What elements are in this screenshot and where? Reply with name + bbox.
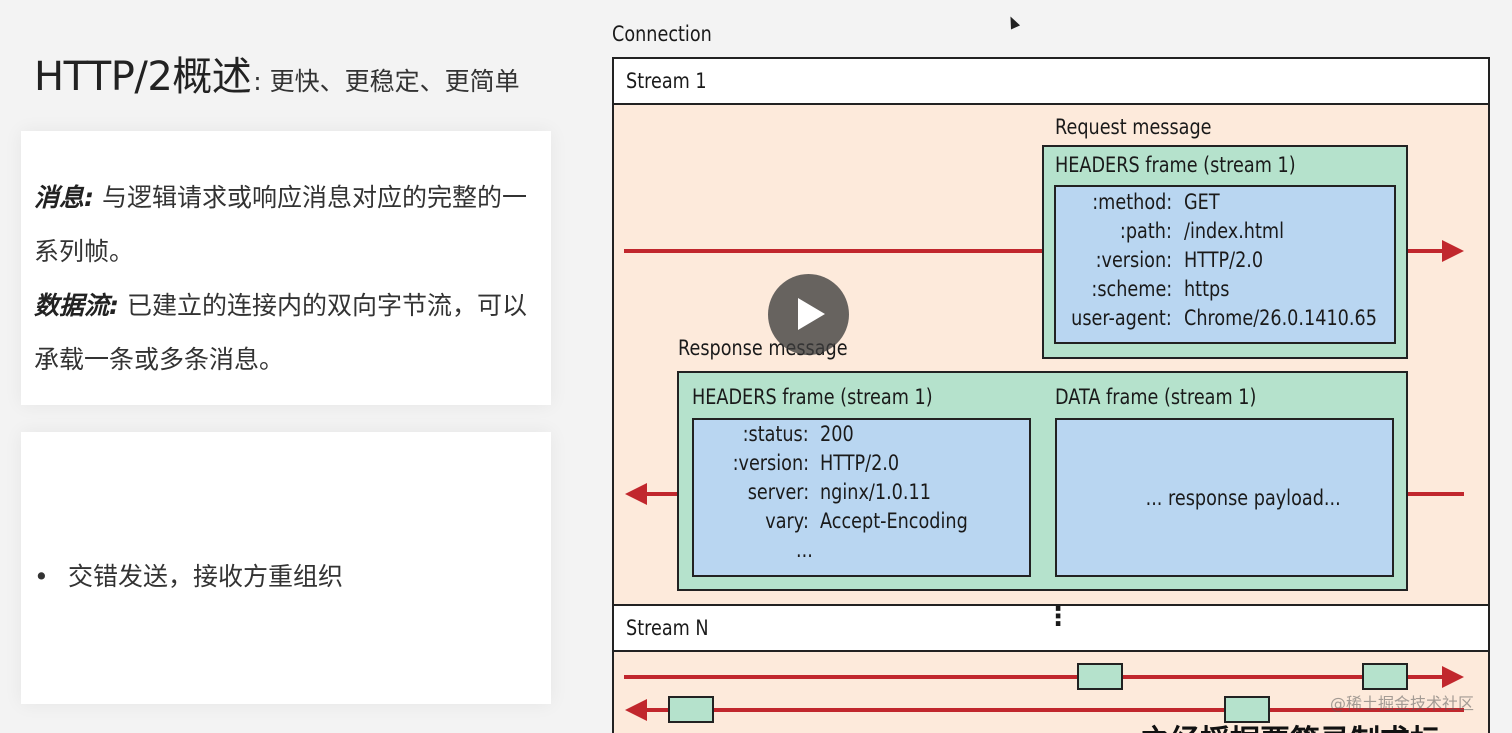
interleaved-frame xyxy=(668,696,714,723)
stream-def-text: 已建立的连接内的双向字节流，可以承载一条或多条消息。 xyxy=(34,291,527,374)
bullet-item: • 交错发送，接收方重组织 xyxy=(34,557,343,593)
request-arrow-head-icon xyxy=(1442,240,1464,262)
response-header-value: 200 xyxy=(820,422,854,446)
request-arrow-line xyxy=(624,249,1444,253)
slide-title: HTTP/2概述: 更快、更稳定、更简单 xyxy=(34,44,520,102)
streamN-label: Stream N xyxy=(626,616,709,640)
interleaved-frame xyxy=(1077,663,1123,690)
slide-title-sub: : 更快、更稳定、更简单 xyxy=(253,67,520,96)
request-headers-frame: HEADERS frame (stream 1) xyxy=(1042,145,1408,359)
slide-title-main: HTTP/2概述 xyxy=(34,54,252,100)
request-header-row: :version: HTTP/2.0 xyxy=(1054,246,1394,276)
response-header-value: nginx/1.0.11 xyxy=(820,480,931,504)
bullet-card: • 交错发送，接收方重组织 xyxy=(21,432,551,704)
stream1-label: Stream 1 xyxy=(626,69,707,93)
request-header-value: HTTP/2.0 xyxy=(1184,248,1264,272)
request-header-key: user-agent: xyxy=(1071,306,1172,330)
response-header-row: server: nginx/1.0.11 xyxy=(692,478,1028,508)
video-play-button[interactable] xyxy=(768,274,849,355)
watermark: @稀土掘金技术社区 xyxy=(1330,694,1475,713)
request-headers-list: :method: GET :path: /index.html :version… xyxy=(1054,188,1394,338)
response-frames-container: HEADERS frame (stream 1) DATA frame (str… xyxy=(677,371,1408,591)
streamN-arrow-head-left-icon xyxy=(625,699,647,721)
message-term: 消息: xyxy=(34,183,94,212)
message-def-text: 与逻辑请求或响应消息对应的完整的一系列帧。 xyxy=(34,183,527,266)
play-icon xyxy=(798,298,825,330)
request-header-value: https xyxy=(1184,277,1230,301)
request-header-row: :path: /index.html xyxy=(1054,217,1394,247)
message-definition: 消息: 与逻辑请求或响应消息对应的完整的一系列帧。 xyxy=(34,171,534,279)
response-header-key: server: xyxy=(747,480,809,504)
request-header-row: user-agent: Chrome/26.0.1410.65 xyxy=(1054,304,1394,334)
response-headers-frame-label: HEADERS frame (stream 1) xyxy=(692,385,933,409)
request-message-label: Request message xyxy=(1055,115,1212,139)
bullet-text: 交错发送，接收方重组织 xyxy=(68,562,344,591)
response-headers-list: :status: 200 :version: HTTP/2.0 server: … xyxy=(692,420,1028,570)
response-header-row: :version: HTTP/2.0 xyxy=(692,449,1028,479)
request-headers-frame-label: HEADERS frame (stream 1) xyxy=(1055,153,1296,177)
response-header-row: vary: Accept-Encoding xyxy=(692,507,1028,537)
request-header-row: :scheme: https xyxy=(1054,275,1394,305)
request-header-value: Chrome/26.0.1410.65 xyxy=(1184,306,1377,330)
response-header-value: HTTP/2.0 xyxy=(820,451,900,475)
response-header-key: :status: xyxy=(742,422,809,446)
stream-definition: 数据流: 已建立的连接内的双向字节流，可以承载一条或多条消息。 xyxy=(34,279,534,387)
video-caption: 之经摇据要籍录制求标 xyxy=(1140,716,1440,733)
response-header-value: ... xyxy=(796,538,813,562)
streamN-body xyxy=(614,652,1488,733)
interleaved-frame xyxy=(1362,663,1408,690)
streamN-arrow-line-bottom xyxy=(644,708,1464,712)
stream1-header: Stream 1 xyxy=(612,57,1490,105)
request-headers-block xyxy=(1054,185,1396,344)
streamN-header: Stream N xyxy=(612,604,1490,652)
response-header-key: :version: xyxy=(732,451,809,475)
definitions-card: 消息: 与逻辑请求或响应消息对应的完整的一系列帧。 数据流: 已建立的连接内的双… xyxy=(21,131,551,405)
response-header-row: :status: 200 xyxy=(692,420,1028,450)
response-arrow-line-left xyxy=(644,492,678,496)
connection-label: Connection xyxy=(612,22,712,46)
response-data-frame-label: DATA frame (stream 1) xyxy=(1055,385,1257,409)
vertical-ellipsis: ⋮ xyxy=(1045,604,1071,630)
interleaved-frame xyxy=(1224,696,1270,723)
request-header-value: GET xyxy=(1184,190,1220,214)
response-data-block: ... response payload... xyxy=(1055,418,1394,577)
request-header-key: :scheme: xyxy=(1091,277,1172,301)
streamN-arrow-head-right-icon xyxy=(1442,666,1464,688)
mouse-cursor-icon xyxy=(1005,14,1021,30)
bullet-symbol: • xyxy=(34,562,49,591)
request-header-value: /index.html xyxy=(1184,219,1284,243)
response-header-key: vary: xyxy=(765,509,809,533)
response-payload-text: ... response payload... xyxy=(1145,486,1341,510)
request-header-key: :method: xyxy=(1091,190,1172,214)
response-arrow-head-icon xyxy=(625,483,647,505)
request-header-key: :version: xyxy=(1095,248,1172,272)
response-headers-block xyxy=(692,418,1031,577)
stream-term: 数据流: xyxy=(34,291,119,320)
streamN-arrow-line-top xyxy=(624,675,1444,679)
request-header-row: :method: GET xyxy=(1054,188,1394,218)
request-header-key: :path: xyxy=(1119,219,1172,243)
response-header-value: Accept-Encoding xyxy=(820,509,968,533)
response-arrow-line-right xyxy=(1408,492,1464,496)
response-header-row: ... xyxy=(692,536,1028,566)
